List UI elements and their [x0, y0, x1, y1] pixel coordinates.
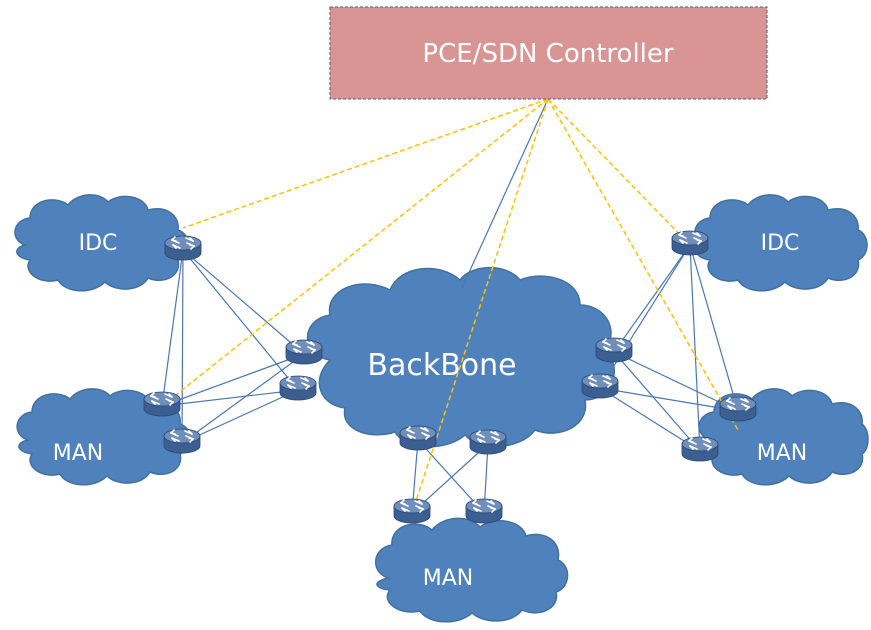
- backbone-label: BackBone: [367, 348, 516, 383]
- router-icon: [581, 373, 619, 399]
- router-icon: [719, 396, 757, 422]
- cloud-icon: [694, 194, 868, 292]
- router-icon: [143, 391, 181, 417]
- man-right-label: MAN: [757, 441, 808, 466]
- cloud-backbone: BackBone: [306, 266, 615, 448]
- idc-right-label: IDC: [761, 231, 800, 256]
- router-icon: [595, 337, 633, 363]
- cloud-idc-left: IDC: [14, 194, 190, 292]
- man-left-label: MAN: [53, 441, 104, 466]
- router-icon: [393, 498, 431, 524]
- router-icon: [469, 429, 507, 455]
- router-icon: [163, 428, 201, 454]
- router-icon: [681, 436, 719, 462]
- man-bottom-label: MAN: [423, 566, 474, 591]
- router-icon: [285, 339, 323, 365]
- controller-label: PCE/SDN Controller: [422, 39, 673, 69]
- router-icon: [164, 235, 202, 261]
- cloud-icon: [375, 517, 569, 623]
- cloud-man-bottom: MAN: [375, 517, 569, 623]
- router-icon: [671, 230, 709, 256]
- controller-box: PCE/SDN Controller: [329, 6, 768, 100]
- router-icon: [465, 498, 503, 524]
- router-icon: [279, 375, 317, 401]
- idc-left-label: IDC: [79, 231, 118, 256]
- cloud-idc-right: IDC: [694, 194, 868, 292]
- router-icon: [399, 425, 437, 451]
